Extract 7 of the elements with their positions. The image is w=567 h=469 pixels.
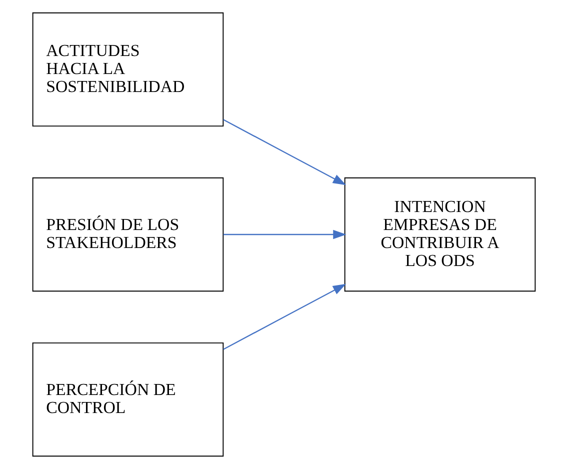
node-box: PRESIÓN DE LOS STAKEHOLDERS — [32, 177, 224, 292]
arrow — [222, 119, 346, 186]
arrow — [222, 284, 346, 350]
arrow — [222, 230, 346, 240]
node-box: INTENCION EMPRESAS DE CONTRIBUIR A LOS ODS — [344, 177, 536, 292]
node-box: PERCEPCIÓN DE CONTROL — [32, 342, 224, 457]
node-box: ACTITUDES HACIA LA SOSTENIBILIDAD — [32, 12, 224, 127]
